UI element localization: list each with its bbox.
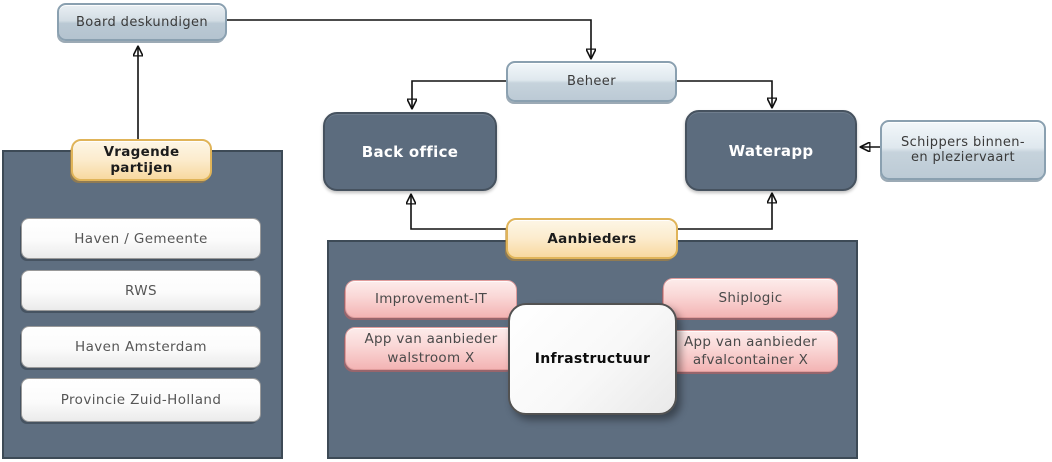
list-item-label: Haven Amsterdam bbox=[75, 339, 207, 355]
node-back-office: Back office bbox=[323, 112, 497, 191]
list-item-label: Provincie Zuid-Holland bbox=[60, 392, 222, 408]
node-schippers-label: Schippers binnen- en pleziervaart bbox=[900, 135, 1026, 165]
node-waterapp: Waterapp bbox=[685, 110, 857, 191]
edge-board-to-beheer bbox=[227, 19, 591, 58]
provider-item-label: Shiplogic bbox=[718, 289, 783, 306]
node-infrastructuur-label: Infrastructuur bbox=[534, 351, 651, 367]
edge-aanbieders-to-waterapp bbox=[678, 194, 772, 230]
group-header-aanbieders: Aanbieders bbox=[506, 218, 678, 259]
edge-beheer-to-waterapp bbox=[677, 80, 772, 107]
group-header-aanbieders-label: Aanbieders bbox=[547, 230, 637, 247]
node-beheer: Beheer bbox=[506, 61, 677, 102]
list-item-provincie-zuid-holland: Provincie Zuid-Holland bbox=[21, 378, 261, 422]
provider-item-label: App van aanbieder afvalcontainer X bbox=[683, 333, 818, 368]
node-infrastructuur: Infrastructuur bbox=[508, 303, 677, 415]
provider-item-improvement-it: Improvement-IT bbox=[345, 280, 517, 318]
list-item-rws: RWS bbox=[21, 270, 261, 311]
node-board-deskundigen-label: Board deskundigen bbox=[75, 14, 209, 30]
list-item-haven-gemeente: Haven / Gemeente bbox=[21, 218, 261, 259]
list-item-label: RWS bbox=[125, 282, 157, 299]
edge-beheer-to-backoffice bbox=[412, 80, 506, 108]
provider-item-afvalcontainer: App van aanbieder afvalcontainer X bbox=[663, 330, 838, 372]
provider-item-label: Improvement-IT bbox=[374, 290, 488, 307]
node-back-office-label: Back office bbox=[361, 142, 459, 161]
group-header-vragende-partijen-label: Vragende partijen bbox=[103, 144, 180, 176]
provider-item-walstroom: App van aanbieder walstroom X bbox=[345, 327, 517, 370]
node-beheer-label: Beheer bbox=[567, 74, 616, 89]
node-waterapp-label: Waterapp bbox=[728, 141, 814, 160]
node-board-deskundigen: Board deskundigen bbox=[57, 3, 227, 41]
group-header-vragende-partijen: Vragende partijen bbox=[71, 139, 212, 181]
node-schippers: Schippers binnen- en pleziervaart bbox=[880, 120, 1046, 180]
list-item-label: Haven / Gemeente bbox=[74, 230, 208, 247]
edge-aanbieders-to-backoffice bbox=[411, 195, 506, 230]
list-item-haven-amsterdam: Haven Amsterdam bbox=[21, 326, 261, 368]
provider-item-shiplogic: Shiplogic bbox=[663, 278, 838, 318]
provider-item-label: App van aanbieder walstroom X bbox=[364, 331, 498, 366]
